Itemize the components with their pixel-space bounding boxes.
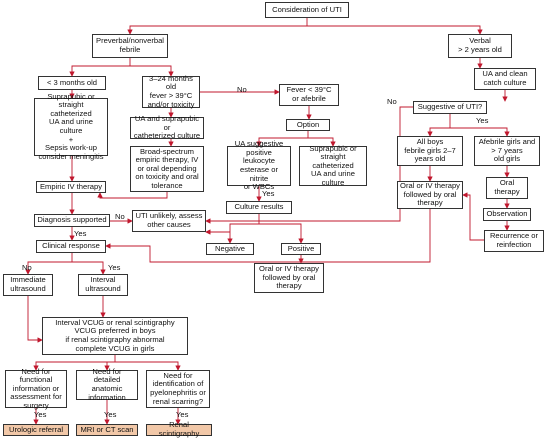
connector-arrow — [127, 18, 308, 35]
node-mri-or-ct-scan: MRI or CT scan — [76, 424, 138, 436]
node-clinical-response: Clinical response — [36, 240, 106, 253]
node-all-boys-febrile-girls: All boys febrile girls 2–7 years old — [397, 136, 463, 166]
connector-arrow — [33, 355, 116, 371]
node-fever-under-39: Fever < 39°C or afebrile — [279, 84, 339, 106]
node-culture-negative: Negative — [206, 243, 254, 255]
node-ua-suprapubic-culture: UA and suprapubic or catheterized cultur… — [130, 114, 204, 140]
connector-arrow — [69, 58, 131, 77]
node-culture-positive: Positive — [281, 243, 321, 255]
node-observation: Observation — [483, 208, 531, 221]
edge-label-no: No — [387, 97, 397, 106]
connector-arrow — [97, 192, 168, 199]
connector-arrow — [115, 361, 181, 371]
edge-label-no: No — [115, 212, 125, 221]
connector-arrow — [308, 137, 336, 147]
node-3-to-24-months: 3–24 months old fever > 39°C and/or toxi… — [142, 74, 200, 108]
node-ua-clean-catch: UA and clean catch culture — [474, 68, 536, 90]
connector-arrow — [427, 114, 451, 137]
node-culture-results: Culture results — [226, 201, 292, 214]
node-uti-unlikely: UTI unlikely, assess other causes — [132, 210, 206, 232]
connector-arrow — [72, 261, 106, 275]
connector-arrow — [104, 361, 115, 371]
node-oral-or-iv-therapy: Oral or IV therapy followed by oral ther… — [397, 181, 463, 209]
node-under-3-months: < 3 months old — [38, 76, 106, 90]
edge-label-no: No — [237, 85, 247, 94]
connector-arrow — [25, 253, 73, 275]
node-oral-or-iv-therapy-2: Oral or IV therapy followed by oral ther… — [254, 263, 324, 293]
node-need-anatomic-info: Need for detailed anatomic information — [76, 367, 138, 401]
connector-arrow — [27, 296, 43, 343]
connector-arrow — [256, 131, 309, 147]
connector-arrow — [105, 209, 431, 263]
node-need-pyelonephritis-info: Need for identification of pyelonephriti… — [146, 370, 210, 408]
node-suggestive-of-uti: Suggestive of UTI? — [413, 101, 487, 114]
edge-label-yes: Yes — [108, 263, 121, 272]
node-afebrile-girls: Afebrile girls and > 7 years old girls — [474, 136, 540, 166]
node-broad-spectrum-therapy: Broad-spectrum empiric therapy, IV or or… — [130, 146, 204, 192]
node-renal-scintigraphy: Renal scintigraphy — [146, 421, 212, 438]
node-oral-therapy: Oral therapy — [486, 177, 528, 199]
connector-arrow — [259, 223, 304, 244]
node-option: Option — [286, 119, 330, 131]
edge-label-yes: Yes — [104, 410, 117, 419]
node-verbal-over-2: Verbal > 2 years old — [448, 34, 512, 58]
connector-arrow — [307, 25, 483, 35]
edge-label-no: No — [22, 263, 32, 272]
edge-label-yes: Yes — [74, 229, 87, 238]
node-suprapubic-sepsis-workup: Suprapubic or straight catheterized UA a… — [34, 92, 108, 161]
node-vcug-renal-scintigraphy: Interval VCUG or renal scintigraphy VCUG… — [42, 317, 188, 355]
node-preverbal-febrile: Preverbal/nonverbal febrile — [92, 34, 168, 58]
node-urologic-referral: Urologic referral — [3, 424, 69, 436]
node-immediate-ultrasound: Immediate ultrasound — [3, 274, 53, 296]
connector-arrow — [450, 127, 510, 137]
node-ua-suggestive: UA suggestive positive leukocyte esteras… — [227, 139, 291, 191]
node-interval-ultrasound: Interval ultrasound — [78, 274, 128, 296]
connector-arrow — [462, 192, 484, 241]
connector-arrow — [130, 65, 174, 77]
node-consideration-of-uti: Consideration of UTI — [265, 2, 349, 18]
node-recurrence-reinfection: Recurrence or reinfection — [484, 230, 544, 252]
edge-label-yes: Yes — [176, 410, 189, 419]
node-diagnosis-supported: Diagnosis supported — [34, 214, 110, 227]
node-suprapubic-ua-culture: Suprapubic or straight catheterized UA a… — [299, 144, 367, 187]
edge-label-yes: Yes — [262, 189, 275, 198]
connector-arrow — [227, 214, 260, 244]
edge-label-yes: Yes — [476, 116, 489, 125]
node-empiric-iv-therapy: Empiric IV therapy — [36, 181, 106, 193]
edge-label-yes: Yes — [34, 410, 47, 419]
node-need-functional-info: Need for functional information or asses… — [5, 367, 67, 410]
